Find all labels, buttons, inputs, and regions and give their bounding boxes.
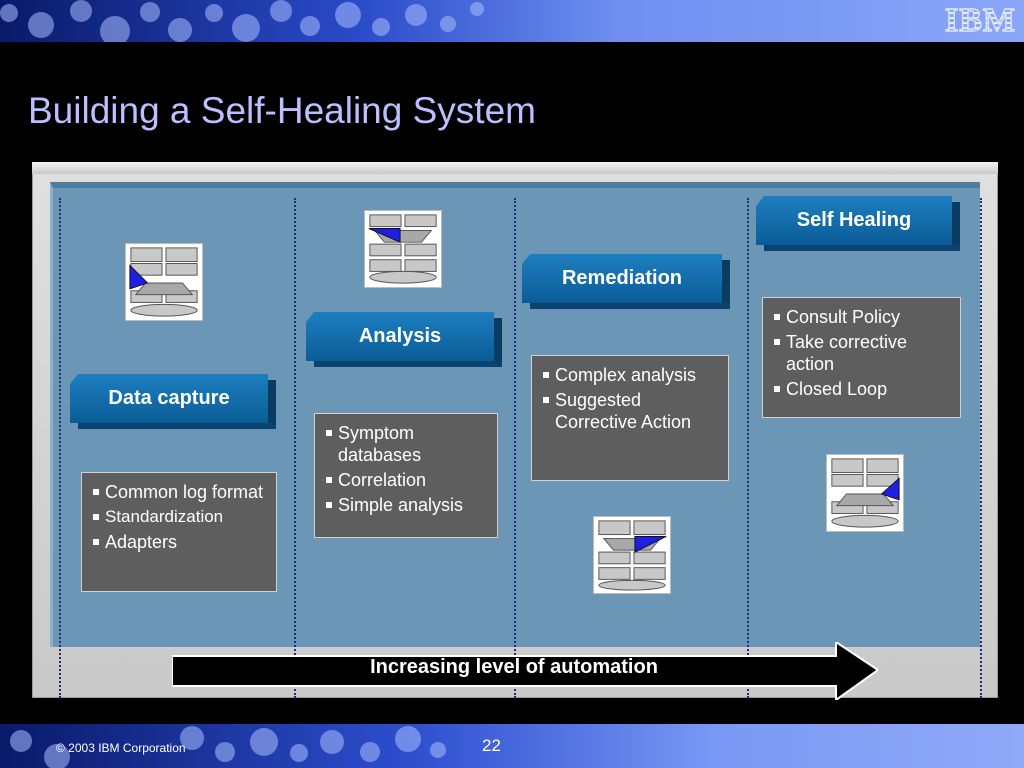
frame-bevel xyxy=(32,162,998,174)
server-icon xyxy=(593,516,671,594)
bullet-item: Complex analysis xyxy=(542,364,722,386)
bullet-item: Adapters xyxy=(92,531,270,553)
bullet-item: Consult Policy xyxy=(773,306,954,328)
bullet-item: Standardization xyxy=(92,506,270,528)
page-title: Building a Self-Healing System xyxy=(28,90,536,131)
stage-label: Remediation xyxy=(522,254,722,303)
arrow-label: Increasing level of automation xyxy=(370,656,658,678)
bullet-item: Symptom databases xyxy=(325,422,491,466)
stage-label: Self Healing xyxy=(756,196,952,245)
info-box-data-capture: Common log format Standardization Adapte… xyxy=(81,472,277,592)
info-box-analysis: Symptom databases Correlation Simple ana… xyxy=(314,413,498,538)
bullet-item: Correlation xyxy=(325,469,491,491)
stage-label: Data capture xyxy=(70,374,268,423)
column-divider xyxy=(59,198,61,698)
automation-arrow xyxy=(172,642,878,700)
top-banner: IBM xyxy=(0,0,1024,42)
ibm-logo: IBM xyxy=(944,1,1016,40)
column-divider xyxy=(514,198,516,698)
stage-remediation: Remediation xyxy=(522,254,730,309)
bullet-item: Suggested Corrective Action xyxy=(542,389,722,433)
bullet-item: Take corrective action xyxy=(773,331,954,375)
server-icon xyxy=(125,243,203,321)
server-icon xyxy=(826,454,904,532)
bullet-item: Simple analysis xyxy=(325,494,491,516)
stage-analysis: Analysis xyxy=(306,312,502,367)
stage-self-healing: Self Healing xyxy=(756,196,960,251)
server-icon xyxy=(364,210,442,288)
column-divider xyxy=(980,198,982,698)
column-divider xyxy=(294,198,296,698)
bullet-item: Closed Loop xyxy=(773,378,954,400)
copyright-text: © 2003 IBM Corporation xyxy=(56,741,186,755)
column-divider xyxy=(747,198,749,698)
stage-label: Analysis xyxy=(306,312,494,361)
stage-data-capture: Data capture xyxy=(70,374,276,429)
info-box-self-healing: Consult Policy Take corrective action Cl… xyxy=(762,297,961,418)
info-box-remediation: Complex analysis Suggested Corrective Ac… xyxy=(531,355,729,481)
bullet-item: Common log format xyxy=(92,481,270,503)
bottom-banner xyxy=(0,724,1024,768)
page-number: 22 xyxy=(482,736,501,755)
